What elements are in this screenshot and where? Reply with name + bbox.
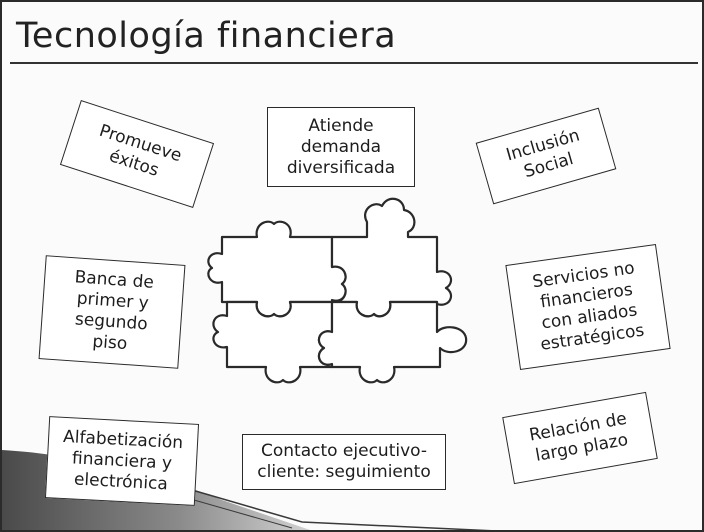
puzzle-pieces-icon (207, 197, 468, 384)
box-contacto-ejecutivo-cliente: Contacto ejecutivo- cliente: seguimiento (242, 434, 446, 490)
box-banca-primer-segundo-piso: Banca de primer y segundo piso (38, 255, 186, 369)
page-title: Tecnología financiera (16, 16, 397, 56)
title-divider (10, 62, 698, 64)
box-atiende-demanda: Atiende demanda diversificada (267, 107, 415, 187)
box-alfabetizacion-financiera: Alfabetización financiera y electrónica (44, 416, 200, 506)
box-servicios-no-financieros: Servicios no financieros con aliados est… (505, 243, 671, 371)
